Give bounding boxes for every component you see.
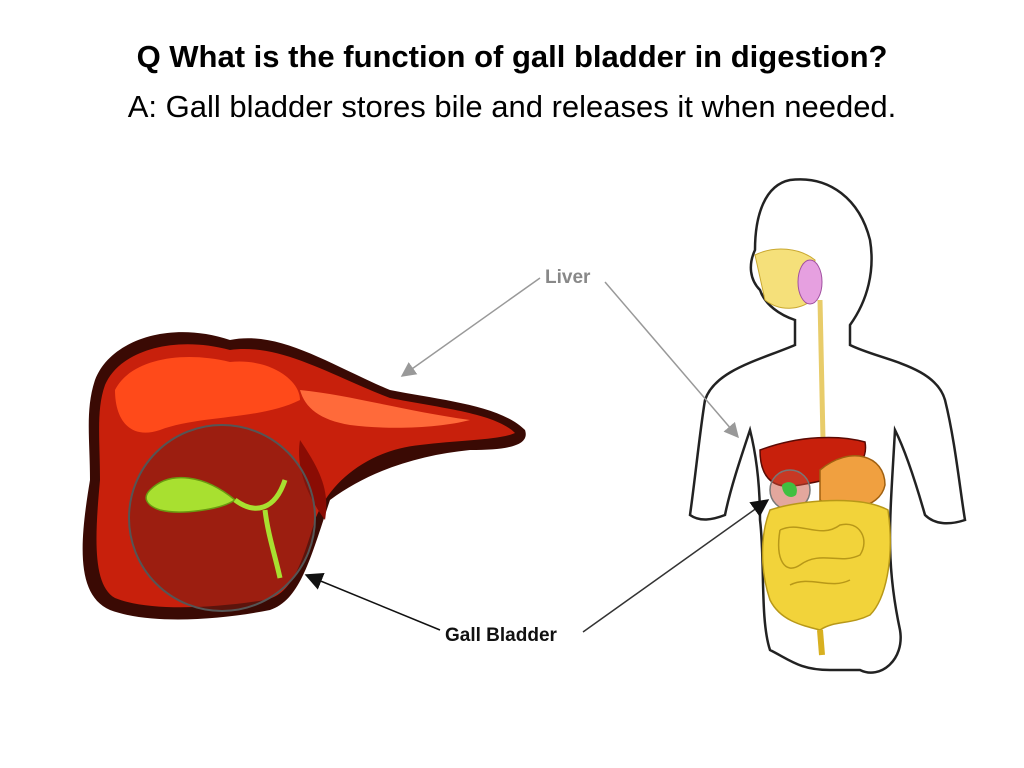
body-illustration — [688, 178, 967, 674]
liver-label-group: Liver — [400, 267, 739, 439]
question-text: Q What is the function of gall bladder i… — [136, 39, 888, 74]
gall-pointer-left — [304, 572, 441, 631]
answer-text: A: Gall bladder stores bile and releases… — [127, 89, 897, 124]
liver-pointer-left — [400, 277, 541, 377]
slide-title: Q What is the function of gall bladder i… — [40, 32, 984, 132]
liver-label: Liver — [545, 267, 591, 288]
gall-pointer-right — [582, 499, 770, 633]
liver-pointer-right — [604, 281, 739, 439]
gall-bladder-label: Gall Bladder — [445, 625, 558, 646]
gall-bladder-magnifier — [128, 424, 316, 612]
gall-bladder-label-group: Gall Bladder — [304, 499, 770, 646]
